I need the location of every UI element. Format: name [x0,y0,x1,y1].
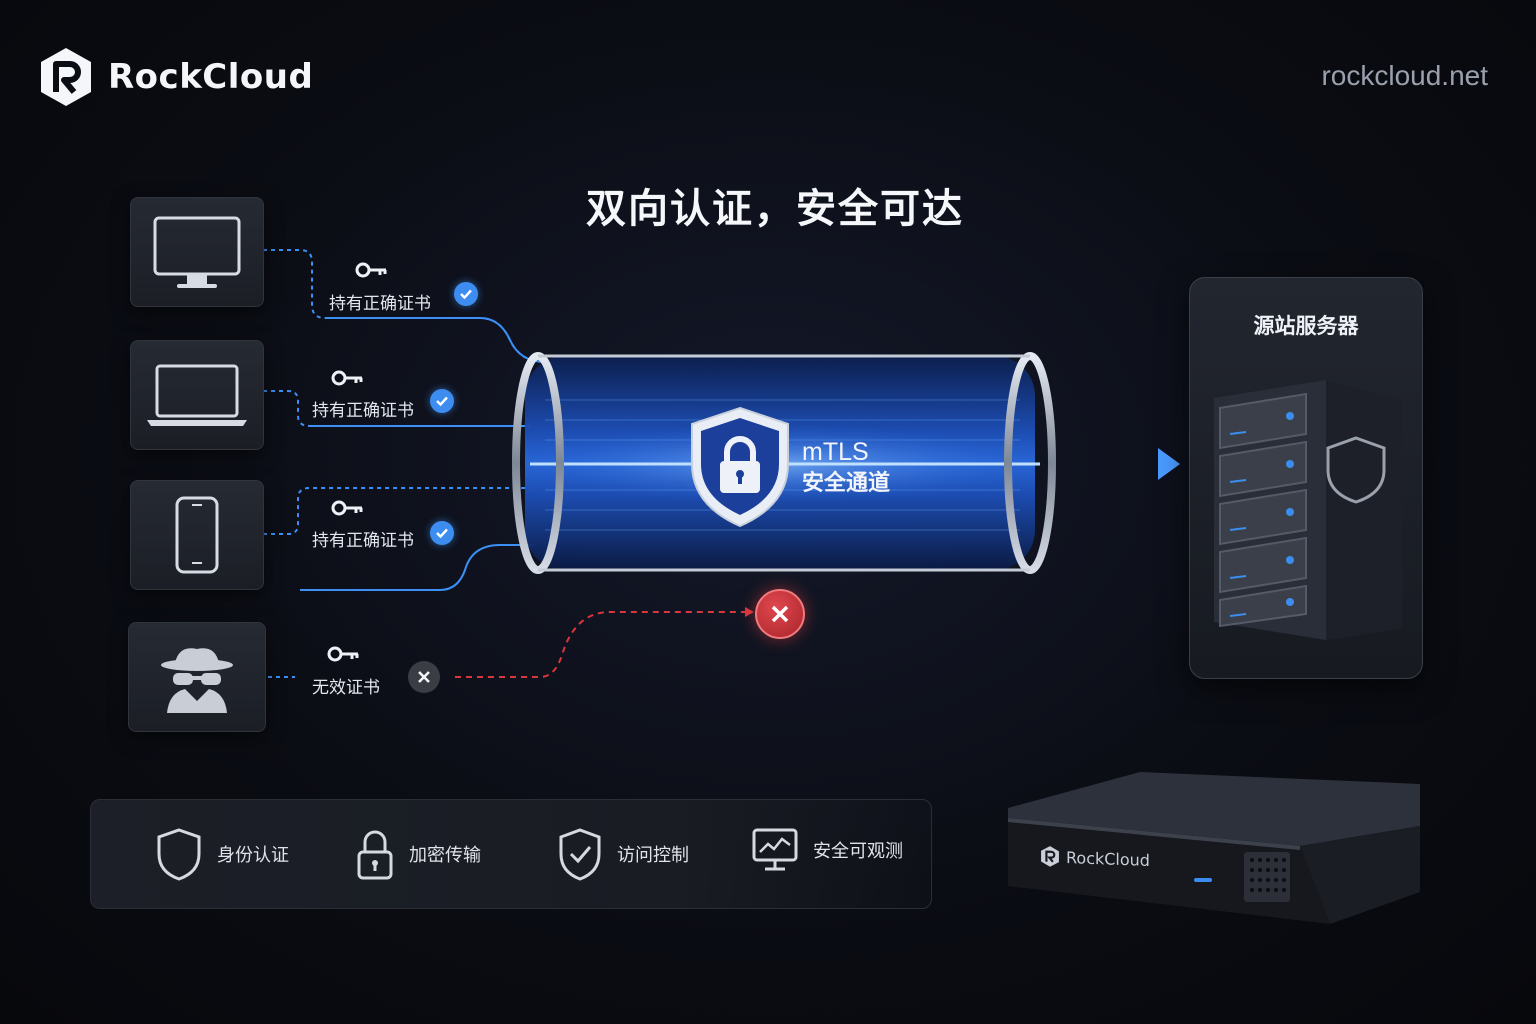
key-icon [355,262,387,278]
access-denied-icon [755,589,805,639]
laptop-icon [147,364,247,426]
feature-observability: 安全可观测 [751,826,903,874]
feature-access-control: 访问控制 [557,826,689,882]
brand-name: RockCloud [108,57,314,97]
attacker-cert-label: 无效证书 [312,678,380,698]
tunnel-protocol: mTLS [802,438,869,466]
shield-check-icon [559,828,601,881]
client-card-hacker [128,622,266,732]
server-title: 源站服务器 [1253,314,1359,338]
brand-logo: RockCloud [38,46,313,108]
key-icon [327,646,359,662]
rockcloud-logo-icon [1041,846,1059,867]
tunnel-name: 安全通道 [802,471,891,496]
check-icon [454,282,478,306]
client-2-cert-label: 持有正确证书 [312,401,414,421]
client-3-cert-label: 持有正确证书 [312,531,414,551]
feature-label: 加密传输 [409,845,481,866]
origin-server-panel: 源站服务器 [1189,277,1423,679]
hacker-spy-icon [161,648,233,713]
feature-label: 安全可观测 [813,841,903,862]
client-card-laptop [130,340,264,450]
page-title: 双向认证，安全可达 [586,186,964,232]
rockcloud-appliance [1008,772,1420,924]
tunnel-label: mTLS 安全通道 [802,436,890,500]
monitor-chart-icon [752,828,798,871]
client-1-line [263,249,546,363]
appliance-brand: RockCloud [1040,844,1150,872]
client-1-cert-label: 持有正确证书 [329,294,431,314]
check-icon [430,389,454,413]
client-card-desktop [130,197,264,307]
key-icon [331,370,363,386]
client-2-line [263,390,530,427]
desktop-monitor-icon [153,216,241,288]
security-shield-icon [691,406,789,528]
feature-label: 访问控制 [617,845,689,866]
rockcloud-logo-icon [41,48,91,106]
server-rack-icon [1214,380,1402,640]
check-icon [430,521,454,545]
smartphone-icon [175,496,219,574]
feature-identity-auth: 身份认证 [155,826,289,882]
cross-icon [408,661,440,693]
features-bar: 身份认证 加密传输 访问控制 安全可观测 [90,799,932,909]
site-url[interactable]: rockcloud.net [1321,60,1488,91]
key-icon [331,500,363,516]
appliance-brand-name: RockCloud [1066,847,1150,870]
feature-encrypted-transfer: 加密传输 [355,826,481,882]
feature-label: 身份认证 [217,845,289,866]
shield-icon [157,828,201,881]
attacker-line [455,611,745,678]
client-card-phone [130,480,264,590]
padlock-icon [357,830,393,880]
client-3-line [263,487,530,535]
